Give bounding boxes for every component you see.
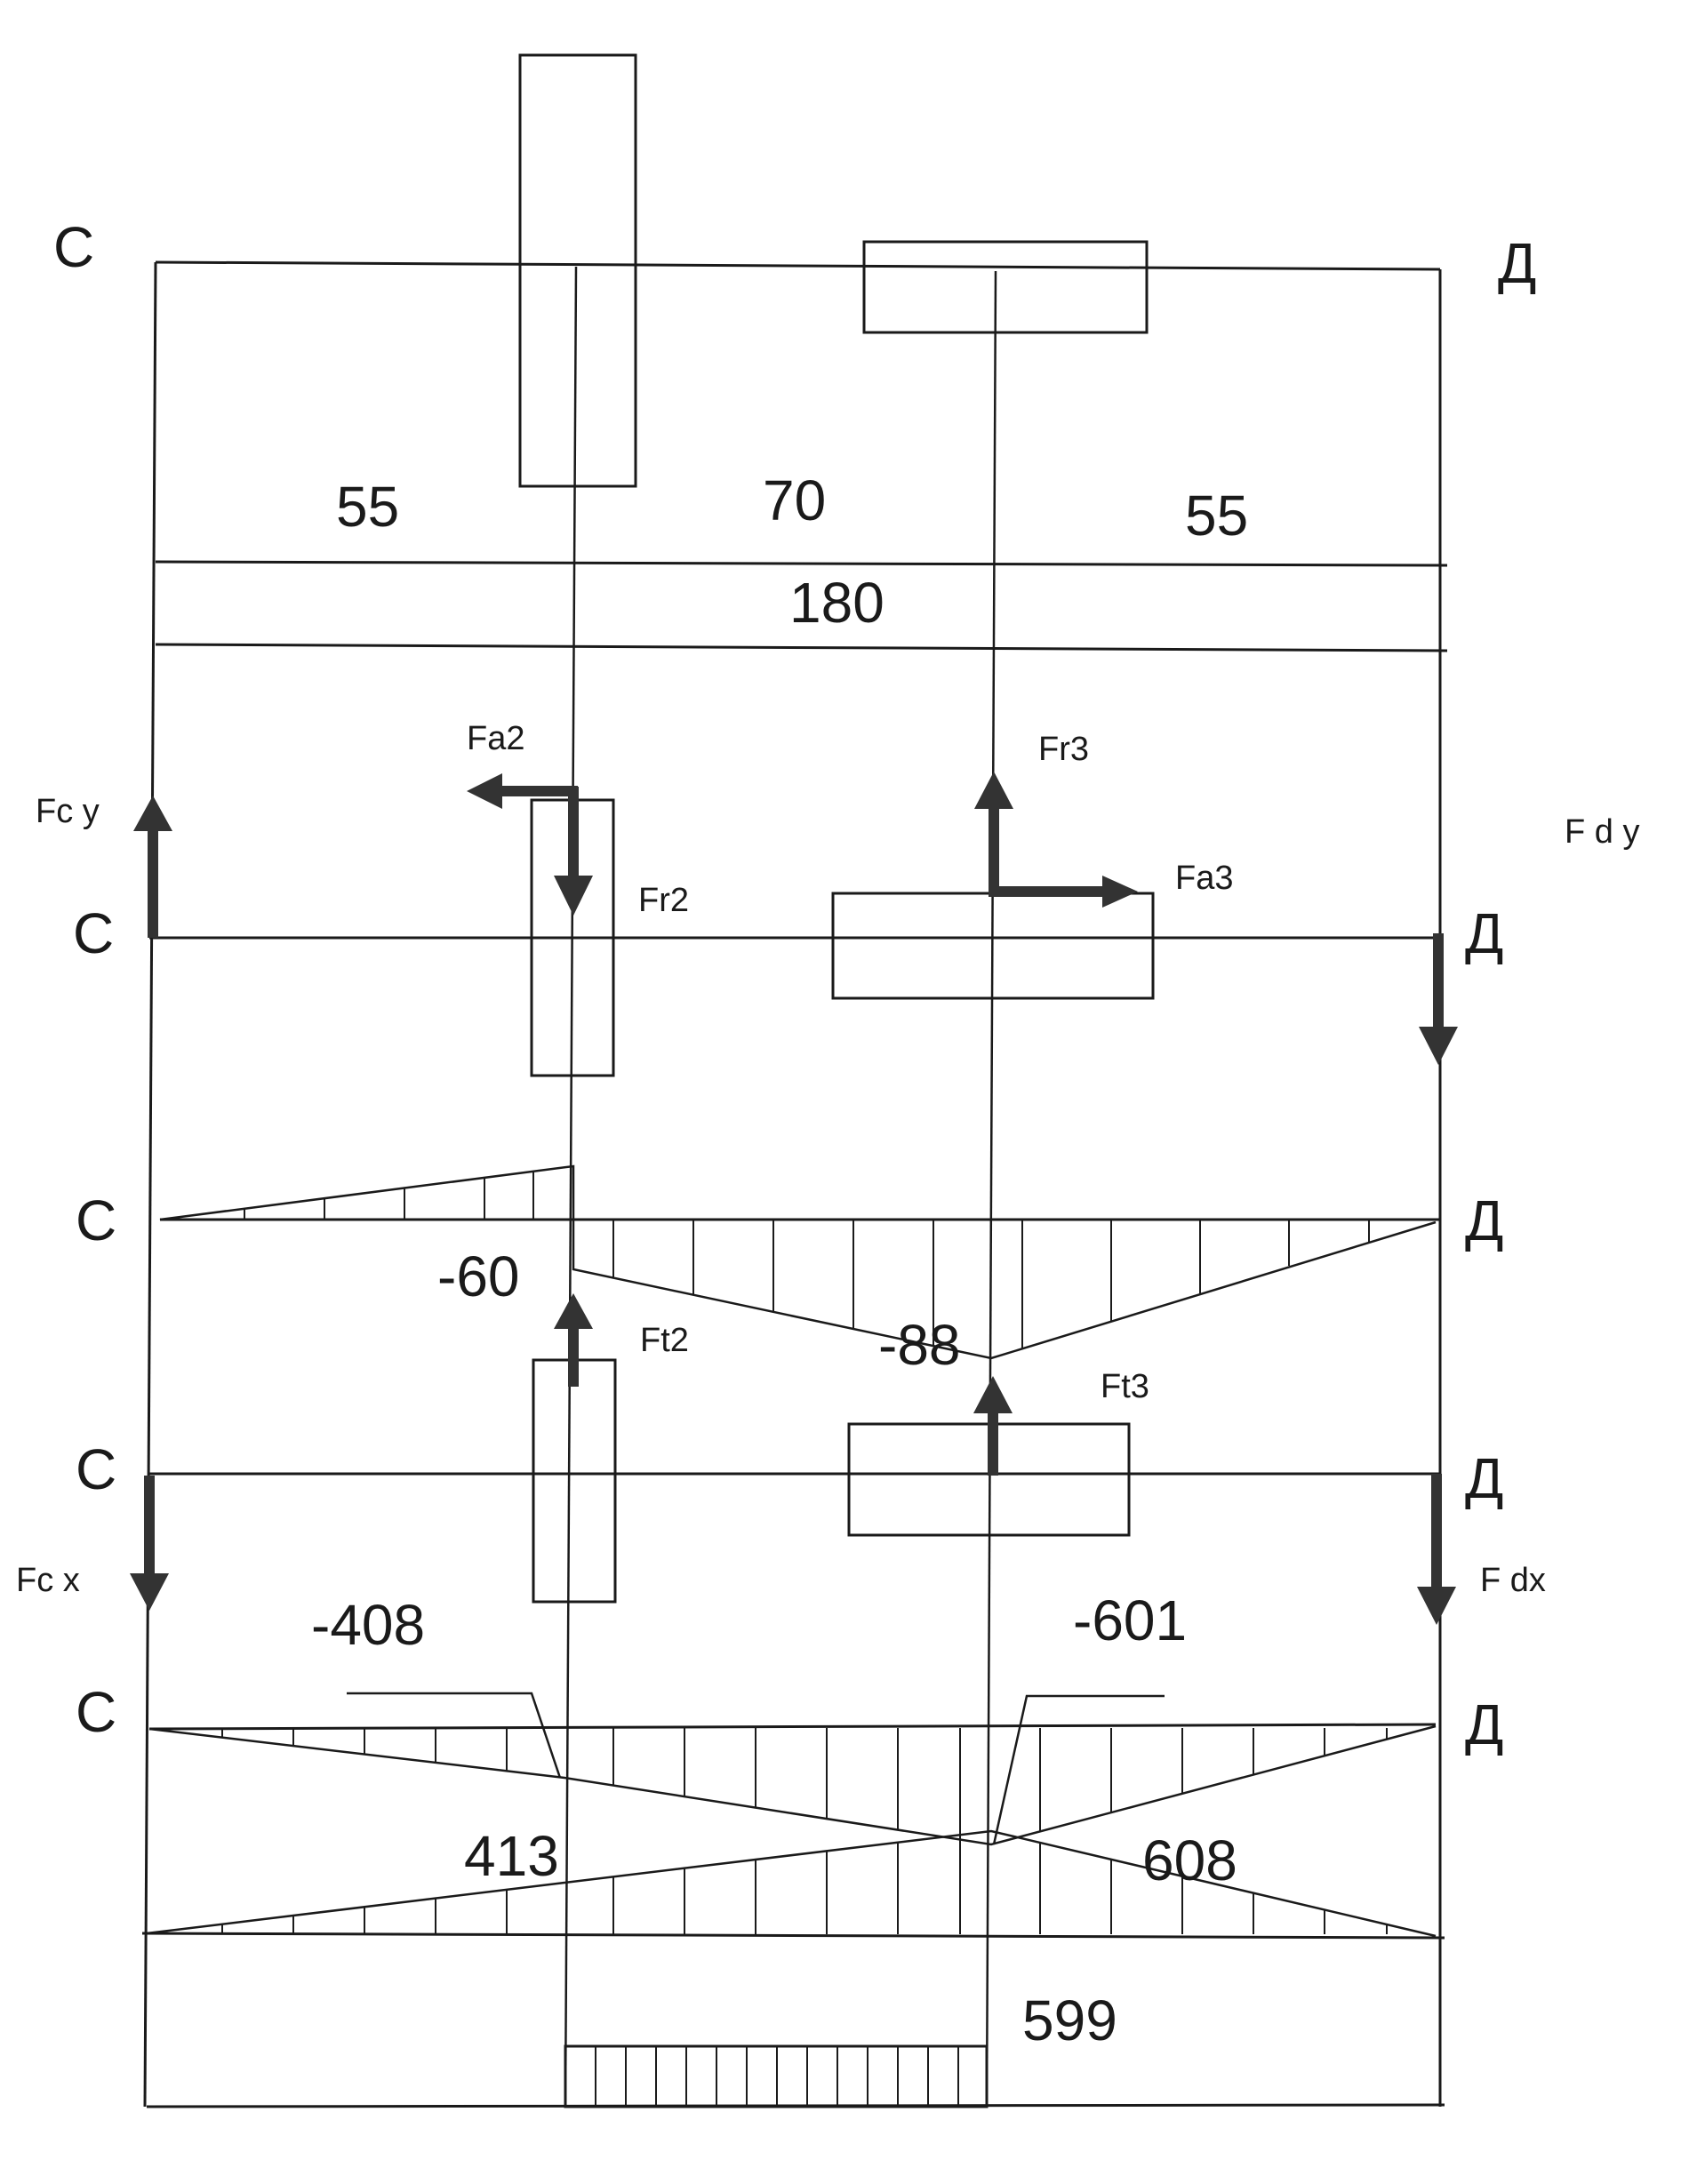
force-ft2-arrowhead xyxy=(554,1293,593,1329)
shaft-axis-top xyxy=(155,260,1441,271)
force-fdy-arrowhead xyxy=(1419,1027,1458,1065)
force-fdx-arrowhead xyxy=(1417,1587,1456,1625)
force-ft3-label: Ft3 xyxy=(1101,1368,1149,1405)
support-c-label-moment-vertical: C xyxy=(76,1188,116,1252)
moment-vertical-value-gear2: -60 xyxy=(437,1244,520,1308)
force-fr2-arrowhead xyxy=(554,876,593,916)
moment-horizontal-leader-gear2 xyxy=(347,1692,562,1779)
dimension-total: 180 xyxy=(789,571,885,635)
shaft-layout: C Д xyxy=(53,53,1536,2108)
torque-value: 599 xyxy=(1022,1988,1117,2052)
support-d-label: Д xyxy=(1498,231,1536,295)
moment-vertical-positive-area xyxy=(159,1164,575,1221)
moment-total-baseline xyxy=(141,1932,1445,1940)
force-ft3-arrowhead xyxy=(973,1376,1013,1413)
support-c-label-moment-horizontal: C xyxy=(76,1680,116,1744)
dimension-line-segments xyxy=(155,560,1448,567)
support-c-label-horizontal: C xyxy=(76,1437,116,1501)
force-fcx-arrowhead xyxy=(130,1573,169,1611)
force-fr2-label: Fr2 xyxy=(638,882,689,919)
moment-total-hatching xyxy=(221,1835,1388,1934)
moment-diagram-vertical: C Д -60 -88 xyxy=(76,1164,1503,1377)
vertical-plane-loading: C Д Fc y Fa2 Fr2 Fr3 Fa3 F d y xyxy=(36,720,1639,1077)
support-d-label-moment-vertical: Д xyxy=(1465,1188,1503,1252)
gear-2-center-line xyxy=(564,266,578,2108)
force-fa3-arrowhead xyxy=(1102,876,1138,908)
force-fa2-label: Fa2 xyxy=(467,720,524,757)
gear-3-center-line xyxy=(985,270,997,2108)
gear-2-horizontal-outline xyxy=(532,1358,617,1604)
force-fcx-label: Fc x xyxy=(16,1562,80,1599)
moment-vertical-hatching xyxy=(244,1172,1370,1348)
force-fcy-arrowhead xyxy=(133,796,172,831)
moment-vertical-value-gear3: -88 xyxy=(878,1313,961,1377)
moment-vertical-negative-outline xyxy=(572,1220,1437,1360)
dimension-segment-2: 70 xyxy=(763,468,826,532)
support-d-label-moment-horizontal: Д xyxy=(1465,1692,1503,1756)
support-d-label-vertical: Д xyxy=(1465,901,1503,965)
moment-diagram-total: 413 608 xyxy=(141,1824,1445,1940)
moment-horizontal-value-gear3: -601 xyxy=(1073,1588,1187,1652)
dimension-segment-1: 55 xyxy=(336,475,399,539)
moment-diagram-horizontal: C Д -408 -601 xyxy=(76,1588,1503,1846)
force-fdx-label: F dx xyxy=(1480,1562,1546,1599)
moment-horizontal-value-gear2: -408 xyxy=(311,1593,425,1657)
support-d-label-horizontal: Д xyxy=(1465,1446,1503,1510)
force-ft2-label: Ft2 xyxy=(640,1322,689,1359)
support-c-vertical-line xyxy=(143,261,157,2108)
gear-3-outline xyxy=(862,240,1149,334)
torque-hatching xyxy=(595,2046,959,2107)
support-c-label: C xyxy=(53,215,94,279)
dimension-lines: 55 70 55 180 xyxy=(155,468,1448,652)
moment-horizontal-leader-gear3 xyxy=(992,1694,1165,1845)
dimension-line-total xyxy=(155,643,1448,652)
force-fcy-label: Fc y xyxy=(36,793,100,830)
gear-2-outline xyxy=(518,53,637,488)
moment-total-value-gear3: 608 xyxy=(1142,1828,1237,1892)
force-fr3-arrowhead xyxy=(974,772,1013,809)
support-c-label-vertical: C xyxy=(73,901,114,965)
horizontal-plane-loading: C Д Ft2 Ft3 Fc x F dx xyxy=(16,1293,1546,1625)
moment-total-outline xyxy=(146,1829,1437,1938)
force-fr3-label: Fr3 xyxy=(1038,731,1089,768)
moment-horizontal-baseline xyxy=(148,1723,1437,1731)
moment-horizontal-hatching xyxy=(221,1728,1388,1840)
moment-horizontal-outline xyxy=(148,1724,1437,1846)
dimension-segment-3: 55 xyxy=(1185,484,1248,548)
torque-diagram: 599 xyxy=(146,1988,1445,2108)
force-fa3-label: Fa3 xyxy=(1175,860,1233,897)
moment-total-value-gear2: 413 xyxy=(464,1824,559,1888)
force-fdy-label: F d y xyxy=(1565,813,1639,851)
force-fa2-arrowhead xyxy=(467,773,502,809)
